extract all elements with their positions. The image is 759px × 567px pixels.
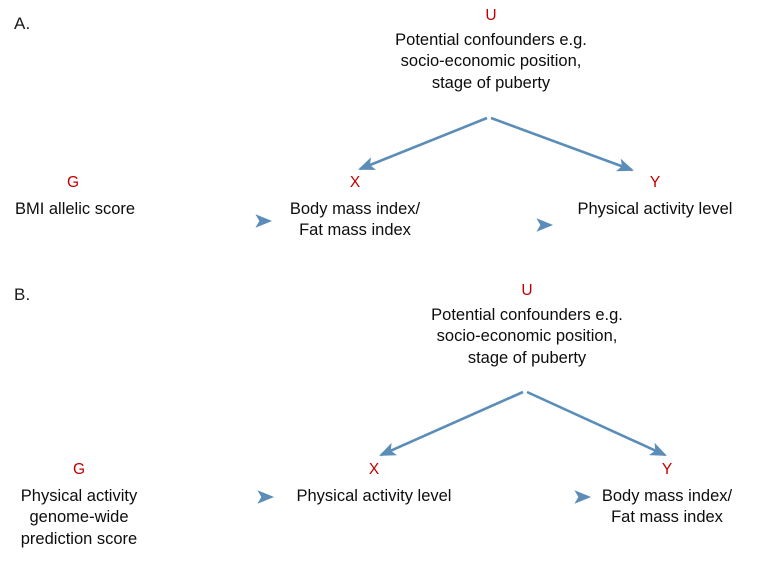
panel-b-confounder-label: Potential confounders e.g. socio-economi… xyxy=(431,306,623,367)
panel-b-node-g-label: Physical activity genome-wide prediction… xyxy=(20,487,138,548)
edge-b-u-to-x xyxy=(379,390,524,457)
panel-b-node-g-var: G xyxy=(72,461,86,478)
panel-a-node-y-var: Y xyxy=(649,174,661,191)
panel-a-confounder-var: U xyxy=(485,7,497,24)
panel-a-node-x-label: Body mass index/ Fat mass index xyxy=(289,200,421,240)
panel-b-node-y-var: Y xyxy=(661,461,673,478)
panel-b-node-y-label: Body mass index/ Fat mass index xyxy=(601,487,733,527)
panel-b-node-x-var: X xyxy=(368,461,380,478)
panel-a-letter: A. xyxy=(14,14,31,33)
panel-b-letter: B. xyxy=(14,285,31,304)
panel-a-node-x-var: X xyxy=(349,174,361,191)
panel-b-confounder-var: U xyxy=(521,282,533,299)
edge-b-u-to-y xyxy=(526,390,667,457)
panel-a-node-g-var: G xyxy=(66,174,80,191)
panel-b-node-x-label: Physical activity level xyxy=(296,487,452,505)
panel-a-confounder-label: Potential confounders e.g. socio-economi… xyxy=(395,31,587,92)
edge-a-u-to-y xyxy=(490,116,634,172)
panel-a-node-g-label: BMI allelic score xyxy=(14,200,136,218)
edge-a-u-to-x xyxy=(358,116,488,171)
panel-a-node-y-label: Physical activity level xyxy=(577,200,733,218)
